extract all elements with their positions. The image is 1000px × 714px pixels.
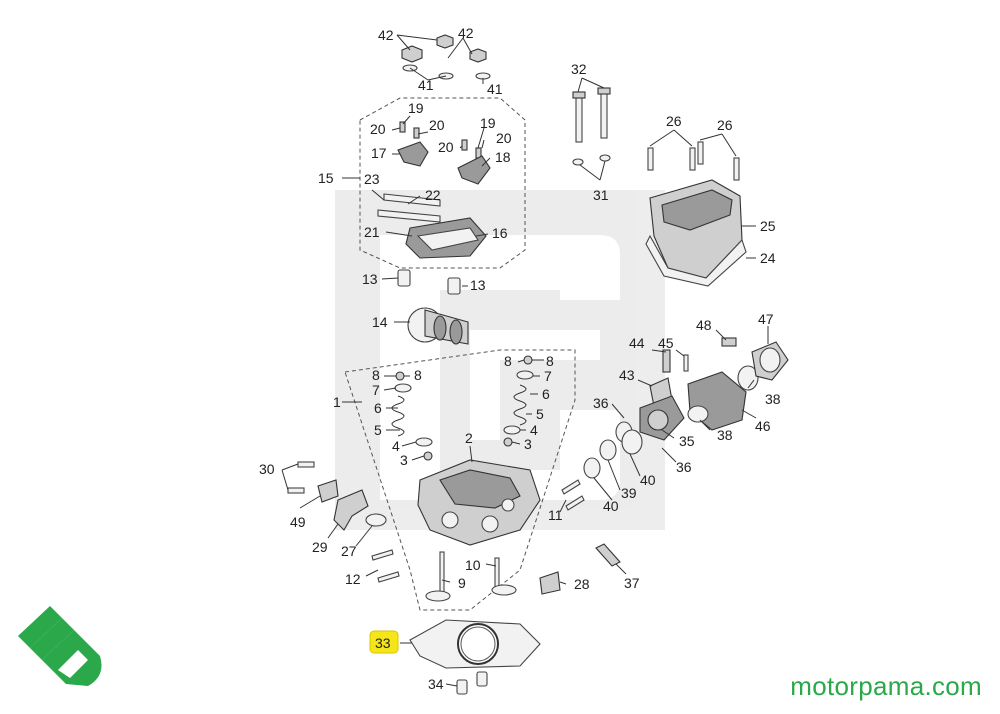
callout-41: 41 [487,81,503,97]
callout-29: 29 [312,539,328,555]
callout-8: 8 [546,353,554,369]
intake-assembly [583,337,789,479]
callout-8: 8 [504,353,512,369]
sensor-28 [539,571,561,595]
callout-3: 3 [400,452,408,468]
dowel-pins-34 [456,671,488,695]
callout-45: 45 [658,335,674,351]
callout-36: 36 [676,459,692,475]
callout-19: 19 [480,115,496,131]
callout-18: 18 [495,149,511,165]
rocker-assembly [377,121,491,259]
callout-20: 20 [438,139,454,155]
callout-7: 7 [544,368,552,384]
callout-4: 4 [530,422,538,438]
callout-7: 7 [372,382,380,398]
callout-4: 4 [392,438,400,454]
callout-15: 15 [318,170,334,186]
callout-9: 9 [458,575,466,591]
callout-5: 5 [536,406,544,422]
callout-6: 6 [542,386,550,402]
callout-10: 10 [465,557,481,573]
long-bolts-32 [572,87,611,166]
rocker-group-outline [359,97,526,269]
callout-38: 38 [765,391,781,407]
callout-31: 31 [593,187,609,203]
callout-43: 43 [619,367,635,383]
callout-24: 24 [760,250,776,266]
callout-40: 40 [640,472,656,488]
thermostat-housing [287,461,387,531]
callout-13: 13 [470,277,486,293]
callout-26: 26 [717,117,733,133]
callout-47: 47 [758,311,774,327]
callout-22: 22 [425,187,441,203]
callout-20: 20 [496,130,512,146]
callout-48: 48 [696,317,712,333]
callout-20: 20 [429,117,445,133]
callout-1: 1 [333,394,341,410]
nut-group-42-41 [401,34,491,80]
callout-46: 46 [755,418,771,434]
callout-49: 49 [290,514,306,530]
website-url: motorpama.com [790,671,982,701]
watermark-logo [335,190,665,530]
callout-11: 11 [548,507,563,523]
callout-21: 21 [364,224,380,240]
head-gasket-33 [409,619,541,669]
callout-20: 20 [370,121,386,137]
callout-27: 27 [341,543,357,559]
callout-34: 34 [428,676,444,692]
callout-25: 25 [760,218,776,234]
callout-16: 16 [492,225,508,241]
callout-42: 42 [378,27,394,43]
valve-springs [391,355,534,461]
motorpama-logo [18,606,102,686]
callout-17: 17 [371,145,387,161]
callout-35: 35 [679,433,695,449]
callout-28: 28 [574,576,590,592]
callout-14: 14 [372,314,388,330]
callout-41: 41 [418,77,434,93]
callout-19: 19 [408,100,424,116]
valve-cover-25 [645,141,747,287]
callout-6: 6 [374,400,382,416]
callout-30: 30 [259,461,275,477]
callout-37: 37 [624,575,640,591]
callout-39: 39 [621,485,637,501]
valves-9-10 [425,551,517,602]
studs [371,479,585,583]
callout-32: 32 [571,61,587,77]
spark-plug-37 [595,543,621,567]
cylinder-head-2 [417,459,541,546]
camshaft-14 [407,307,469,345]
callout-36: 36 [593,395,609,411]
callout-38: 38 [717,427,733,443]
callout-8: 8 [414,367,422,383]
callout-labels: 42 42 41 41 32 31 26 26 25 24 19 20 20 1… [259,25,781,692]
callout-13: 13 [362,271,378,287]
callout-44: 44 [629,335,645,351]
callout-5: 5 [374,422,382,438]
callout-2: 2 [465,430,473,446]
callout-40: 40 [603,498,619,514]
callout-33: 33 [375,635,391,651]
highlight-box-33 [369,630,399,654]
dowel-pins-13 [397,269,461,295]
callout-3: 3 [524,436,532,452]
callout-42: 42 [458,25,474,41]
callout-8: 8 [372,367,380,383]
callout-23: 23 [364,171,380,187]
callout-26: 26 [666,113,682,129]
callout-12: 12 [345,571,361,587]
